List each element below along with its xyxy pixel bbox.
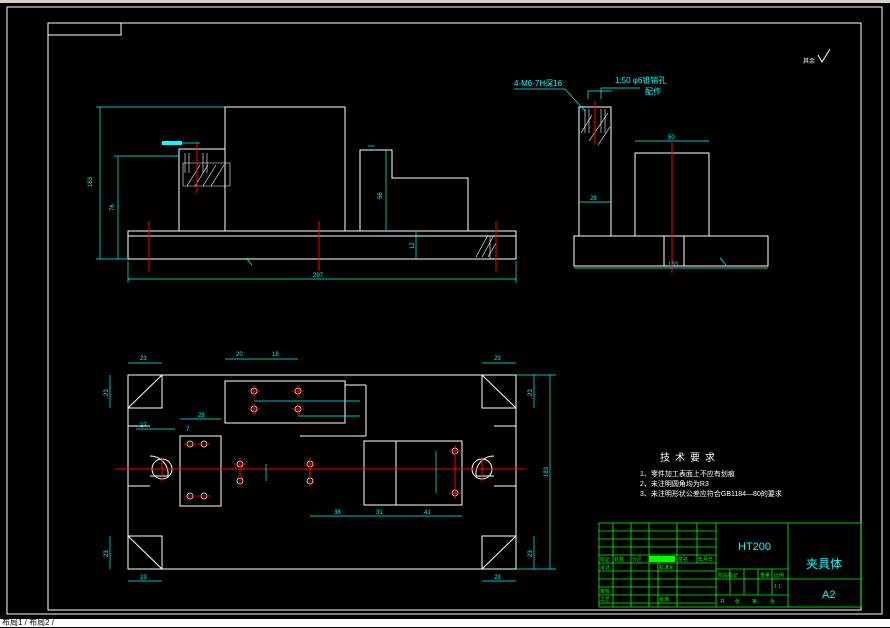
sheet-frame (6, 6, 883, 615)
svg-text:28: 28 (590, 196, 597, 202)
part-name-label: 夹具体 (806, 557, 842, 571)
tech-item-2: 2、未注明圆角均为R3 (640, 479, 709, 488)
svg-text:其余: 其余 (803, 57, 815, 65)
svg-text:分区: 分区 (632, 556, 642, 563)
tech-title: 技术要求 (660, 451, 720, 464)
svg-text:工艺: 工艺 (600, 597, 610, 603)
svg-text:41: 41 (424, 510, 431, 516)
svg-text:23: 23 (494, 356, 501, 362)
svg-text:批准: 批准 (659, 596, 669, 603)
svg-text:第: 第 (752, 598, 757, 605)
svg-text:133: 133 (668, 262, 679, 268)
svg-text:比例: 比例 (774, 572, 784, 579)
svg-text:23: 23 (104, 389, 110, 396)
svg-text:标记: 标记 (600, 556, 610, 563)
tech-item-3: 3、未注明形状公差应符合GB1184—80的要求 (640, 489, 782, 498)
svg-text:1:1: 1:1 (774, 584, 781, 590)
sheet-size-label: A2 (822, 589, 835, 601)
svg-text:23: 23 (104, 550, 110, 557)
svg-text:7: 7 (186, 427, 190, 433)
svg-text:18: 18 (272, 352, 279, 358)
svg-text:297: 297 (313, 273, 324, 279)
svg-text:23: 23 (528, 550, 534, 557)
svg-text:重量: 重量 (760, 572, 770, 579)
svg-text:31: 31 (376, 510, 383, 516)
svg-text:年月日: 年月日 (698, 556, 713, 563)
side-view: 133 50 28 (573, 87, 769, 273)
svg-text:163: 163 (88, 176, 94, 187)
front-view: 297 163 76 56 12 (88, 106, 517, 283)
svg-text:设计: 设计 (600, 564, 610, 571)
svg-text:20: 20 (236, 352, 243, 358)
svg-text:50: 50 (668, 135, 675, 141)
surface-finish-symbol: 其余 (803, 48, 831, 65)
svg-text:28: 28 (198, 413, 205, 419)
layout-tabs-bar[interactable]: 布局1 / 布局2 / (0, 618, 890, 627)
svg-text:76: 76 (110, 204, 116, 211)
svg-text:12: 12 (410, 242, 416, 249)
callouts: 4-M6-7H深16 1:50 φ6锥销孔 配作 (514, 75, 666, 96)
svg-text:38: 38 (334, 510, 341, 516)
svg-text:27: 27 (140, 423, 147, 429)
title-block: HT200 夹具体 A2 标记 处数 分区 签名 年月日 设计 审核 工艺 标准… (598, 522, 862, 608)
svg-text:标准化: 标准化 (659, 564, 674, 571)
svg-text:1:50 φ6锥销孔: 1:50 φ6锥销孔 (615, 75, 666, 85)
tech-item-1: 1、零件加工表面上不应有划痕 (640, 469, 735, 478)
plan-view: 23 23 23 23 20 18 23 23 23 23 183 38 31 … (104, 352, 556, 582)
svg-text:签名: 签名 (678, 556, 688, 563)
svg-text:56: 56 (378, 192, 384, 199)
svg-text:共: 共 (720, 598, 725, 605)
svg-text:审核: 审核 (600, 588, 610, 595)
svg-text:配作: 配作 (645, 86, 661, 96)
svg-text:23: 23 (140, 575, 147, 581)
window-title-strip (0, 0, 890, 3)
svg-text:183: 183 (544, 466, 550, 477)
material-label: HT200 (738, 541, 771, 553)
layout-tabs-text[interactable]: 布局1 / 布局2 / (2, 618, 55, 627)
cad-drawing-canvas[interactable]: 其余 (0, 3, 890, 619)
svg-text:张: 张 (735, 598, 740, 605)
svg-text:23: 23 (140, 356, 147, 362)
svg-text:4-M6-7H深16: 4-M6-7H深16 (514, 79, 563, 88)
svg-text:阶段标记: 阶段标记 (718, 572, 738, 579)
svg-text:张: 张 (770, 598, 775, 605)
svg-text:23: 23 (494, 575, 501, 581)
svg-text:处数: 处数 (614, 556, 624, 563)
svg-text:23: 23 (528, 389, 534, 396)
technical-requirements: 技术要求 1、零件加工表面上不应有划痕 2、未注明圆角均为R3 3、未注明形状公… (640, 451, 782, 498)
